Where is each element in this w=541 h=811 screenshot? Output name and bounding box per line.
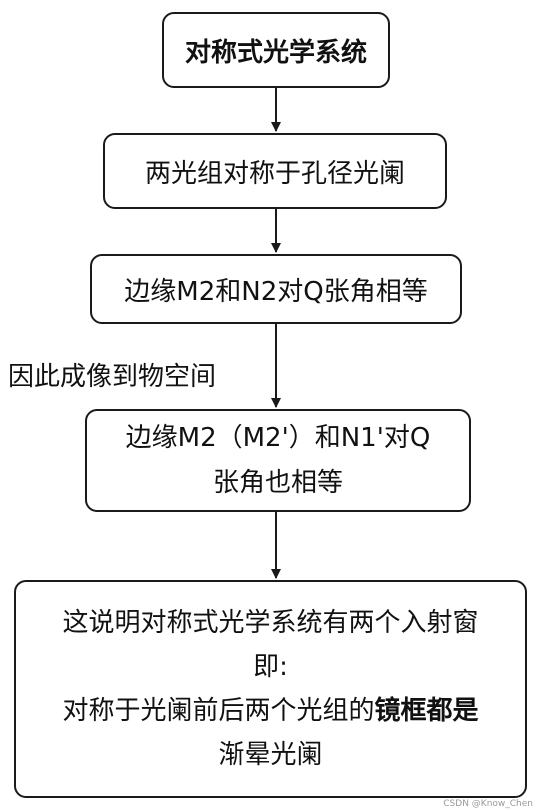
- conclusion-text-line3-prefix: 对称于光阑前后两个光组的: [62, 696, 375, 726]
- step2-node: 边缘M2和N2对Q张角相等: [90, 254, 462, 324]
- title-node: 对称式光学系统: [162, 12, 390, 88]
- conclusion-text-line2: 即:: [253, 652, 288, 682]
- conclusion-node: 这说明对称式光学系统有两个入射窗 即: 对称于光阑前后两个光组的镜框都是 渐晕光…: [14, 580, 527, 798]
- conclusion-text-line1: 这说明对称式光学系统有两个入射窗: [62, 608, 479, 638]
- conclusion-text-line3-bold: 镜框都是: [374, 696, 479, 726]
- watermark: CSDN @Know_Chen: [443, 799, 533, 809]
- edge-label-image-to-object-space: 因此成像到物空间: [8, 362, 217, 392]
- title-node-text: 对称式光学系统: [184, 37, 367, 68]
- conclusion-text-line3: 对称于光阑前后两个光组的镜框都是: [62, 689, 478, 733]
- step1-node-text: 两光组对称于孔径光阑: [144, 158, 405, 189]
- conclusion-text-line4: 渐晕光阑: [218, 740, 323, 770]
- step3-node-text-line2: 张角也相等: [212, 467, 343, 498]
- step1-node: 两光组对称于孔径光阑: [103, 133, 447, 209]
- step3-node: 边缘M2（M2'）和N1'对Q 张角也相等: [85, 409, 471, 512]
- step3-node-text-line1: 边缘M2（M2'）和N1'对Q: [125, 422, 431, 453]
- step2-node-text: 边缘M2和N2对Q张角相等: [124, 276, 428, 307]
